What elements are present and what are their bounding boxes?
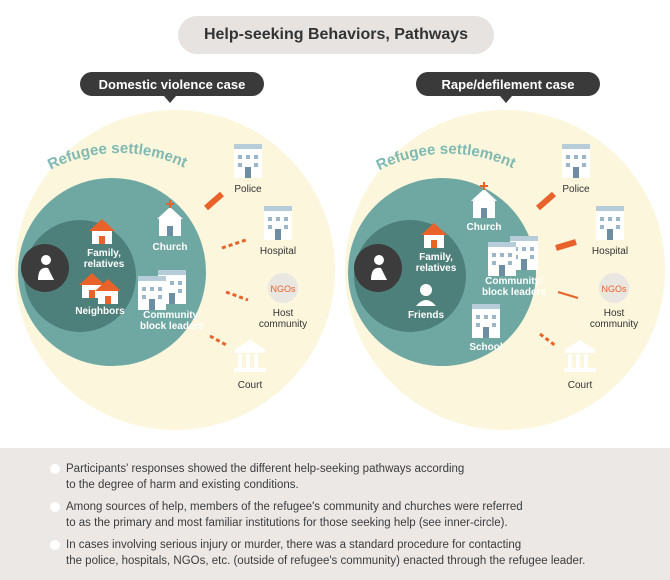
right-ngo-label: NGOs <box>601 284 627 294</box>
right-school-icon <box>472 304 500 338</box>
diagram-title: Help-seeking Behaviors, Pathways <box>178 16 494 54</box>
right-arrow-hospital <box>555 239 577 251</box>
label-line: Family, <box>419 252 453 263</box>
left-church-label: Church <box>153 242 188 253</box>
right-case-label: Rape/defilement case <box>442 77 575 92</box>
note-3-text: In cases involving serious injury or mur… <box>66 539 586 567</box>
left-community-icon-2 <box>138 276 166 310</box>
right-community-label: Community/block leaders <box>482 276 546 298</box>
note-3: In cases involving serious injury or mur… <box>50 538 585 569</box>
label-line: Community/ <box>485 276 543 287</box>
note-1: Participants' responses showed the diffe… <box>50 462 464 493</box>
label-line: relatives <box>416 263 457 274</box>
left-police-label: Police <box>234 184 262 195</box>
note-2: Among sources of help, members of the re… <box>50 500 523 531</box>
right-friends-head-icon <box>420 284 432 296</box>
left-neighbors-label: Neighbors <box>75 306 125 317</box>
right-school-label: School <box>469 342 503 353</box>
left-case-pill <box>80 72 264 96</box>
right-ngo-circle <box>599 273 629 303</box>
left-arrow-hospital <box>221 238 247 250</box>
right-arrow-police <box>536 191 556 211</box>
label-line: community <box>590 319 638 330</box>
left-family-label: Family,relatives <box>84 248 125 270</box>
right-person-body-icon <box>371 267 387 280</box>
diagram-title-text: Help-seeking Behaviors, Pathways <box>203 26 469 43</box>
left-community-label: Community/block leaders <box>140 310 204 332</box>
label-line: community <box>259 319 307 330</box>
right-arrow-ngo <box>557 291 579 299</box>
left-hospital-label: Hospital <box>260 246 296 257</box>
right-arrow-court <box>539 332 557 348</box>
right-friends-body-icon <box>416 300 436 306</box>
right-court-label: Court <box>568 380 593 391</box>
left-court-label: Court <box>238 380 263 391</box>
left-arrow-court <box>209 334 229 348</box>
label-line: block leaders <box>482 287 546 298</box>
left-person-head-icon <box>41 255 51 265</box>
right-pathway-diagram: Refugee settlement Family,relatives Frie… <box>345 72 665 430</box>
right-case-pointer <box>500 96 512 103</box>
left-case-pointer <box>164 96 176 103</box>
right-church-label: Church <box>467 222 502 233</box>
pathways-diagram: Refugee settlement Family,relatives Neig… <box>15 72 665 430</box>
notes-section: Participants' responses showed the diffe… <box>0 448 670 580</box>
note-bullet-icon <box>50 464 60 474</box>
label-line: relatives <box>84 259 125 270</box>
note-1-text: Participants' responses showed the diffe… <box>66 463 465 491</box>
left-arrow-ngo <box>225 290 249 302</box>
note-bullet-icon <box>50 540 60 550</box>
right-family-label: Family,relatives <box>416 252 457 274</box>
right-police-label: Police <box>562 184 590 195</box>
left-pathway-diagram: Refugee settlement Family,relatives Neig… <box>15 72 335 430</box>
left-hospital-icon <box>264 206 292 240</box>
right-hospital-label: Hospital <box>592 246 628 257</box>
label-line: Family, <box>87 248 121 259</box>
left-ngo-circle <box>268 273 298 303</box>
right-community-icon-2 <box>488 242 516 276</box>
left-police-icon <box>234 144 262 178</box>
right-police-icon <box>562 144 590 178</box>
right-hospital-icon <box>596 206 624 240</box>
left-person-body-icon <box>38 267 54 280</box>
label-line: Host <box>604 308 625 319</box>
label-line: Community/ <box>143 310 201 321</box>
right-case-pill <box>416 72 600 96</box>
label-line: Host <box>273 308 294 319</box>
left-case-label: Domestic violence case <box>99 77 246 92</box>
left-ngo-label: NGOs <box>270 284 296 294</box>
left-family-text: Family,relatives <box>84 248 125 270</box>
right-friends-label: Friends <box>408 310 445 321</box>
right-person-head-icon <box>374 255 384 265</box>
note-2-text: Among sources of help, members of the re… <box>66 501 523 529</box>
left-arrow-police <box>204 191 224 211</box>
label-line: block leaders <box>140 321 204 332</box>
note-bullet-icon <box>50 502 60 512</box>
